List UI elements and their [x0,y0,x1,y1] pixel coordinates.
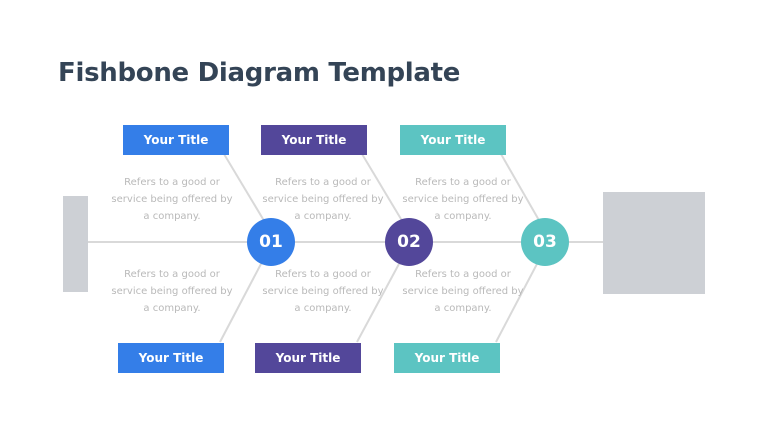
bottom-desc-2: Refers to a good or service being offere… [262,269,384,314]
node-01[interactable]: 01 [247,218,295,266]
bottom-title-box-3[interactable]: Your Title [394,343,500,373]
bone-line [495,261,539,343]
bone-line [219,261,263,343]
page-title: Fishbone Diagram Template [58,58,461,88]
fish-tail-block [63,196,88,292]
top-title-box-1[interactable]: Your Title [123,125,229,155]
fish-head-block [603,192,705,294]
node-02[interactable]: 02 [385,218,433,266]
bone-line [500,153,541,223]
top-desc-3: Refers to a good or service being offere… [402,177,524,222]
bone-line [361,153,405,225]
top-title-box-2[interactable]: Your Title [261,125,367,155]
node-03[interactable]: 03 [521,218,569,266]
top-title-box-3[interactable]: Your Title [400,125,506,155]
top-desc-1: Refers to a good or service being offere… [111,177,233,222]
bone-line [223,153,267,225]
bottom-title-box-1[interactable]: Your Title [118,343,224,373]
bottom-desc-3: Refers to a good or service being offere… [402,269,524,314]
bone-line [356,261,401,343]
top-desc-2: Refers to a good or service being offere… [262,177,384,222]
bottom-title-box-2[interactable]: Your Title [255,343,361,373]
bottom-desc-1: Refers to a good or service being offere… [111,269,233,314]
